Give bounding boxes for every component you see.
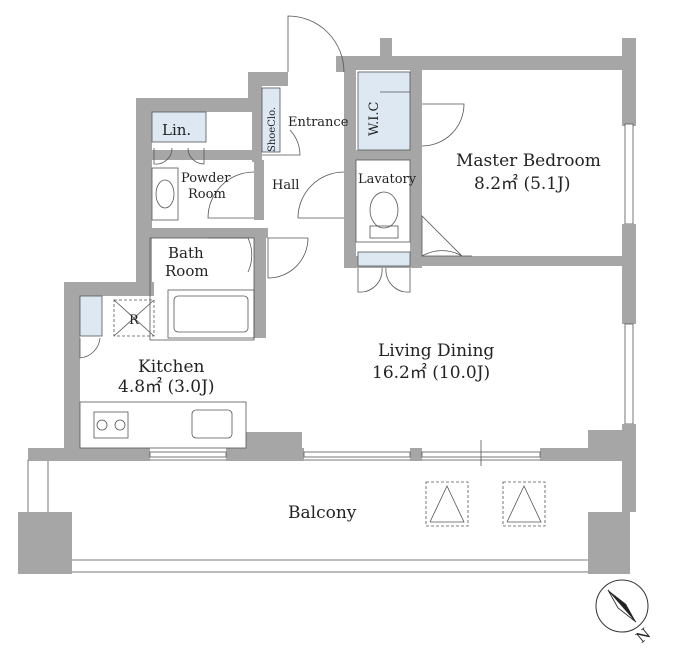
toilet — [355, 159, 411, 243]
linen-closet — [151, 111, 207, 143]
shoe-closet — [261, 87, 281, 153]
stove-burner-right — [114, 419, 126, 431]
label-kitchen-area: 4.8㎡ (3.0J) — [118, 377, 215, 397]
walls — [28, 38, 636, 512]
stove-burner-left — [96, 419, 108, 431]
label-bath-room-2: Room — [165, 262, 209, 280]
kitchen-counter — [79, 401, 247, 449]
label-linen: Lin. — [162, 121, 191, 139]
window-kitchen — [149, 451, 227, 458]
window-living-side — [624, 323, 634, 425]
label-entrance: Entrance — [288, 115, 349, 130]
label-living-dining-area: 16.2㎡ (10.0J) — [372, 363, 490, 383]
label-living-dining: Living Dining — [378, 341, 494, 361]
labels: Lin. Powder Room ShoeClo. Entrance Hall … — [118, 102, 601, 523]
label-wic: W.I.C — [367, 102, 382, 136]
kitchen-sink — [191, 409, 233, 439]
label-refrigerator: R — [129, 313, 140, 328]
label-bath-room-1: Bath — [168, 244, 204, 262]
label-powder-room-1: Powder — [181, 171, 231, 186]
label-shoe-closet: ShoeClo. — [267, 107, 278, 152]
label-hall: Hall — [272, 178, 299, 193]
label-balcony: Balcony — [288, 503, 357, 523]
vent-unit-2 — [502, 481, 546, 527]
lavatory-storage — [357, 251, 411, 267]
powder-sink — [155, 179, 175, 209]
balcony-column-right — [588, 512, 630, 574]
north-arrow-icon: N — [595, 579, 654, 647]
balcony-area — [18, 459, 630, 574]
label-master-bedroom-area: 8.2㎡ (5.1J) — [474, 174, 571, 194]
label-master-bedroom: Master Bedroom — [456, 151, 601, 171]
label-kitchen: Kitchen — [138, 357, 204, 377]
fixtures — [79, 71, 411, 449]
window-bedroom — [624, 123, 634, 225]
window-living-1 — [303, 451, 411, 458]
vent-unit-1 — [425, 481, 469, 527]
bathtub — [149, 237, 255, 341]
label-powder-room-2: Room — [188, 187, 226, 202]
label-lavatory: Lavatory — [358, 172, 417, 187]
entrance-door — [287, 15, 345, 73]
balcony-column-left — [18, 512, 72, 574]
walk-in-closet — [357, 71, 411, 151]
doors — [79, 15, 472, 359]
kitchen-closet — [79, 295, 103, 337]
refrigerator-space — [113, 299, 155, 337]
